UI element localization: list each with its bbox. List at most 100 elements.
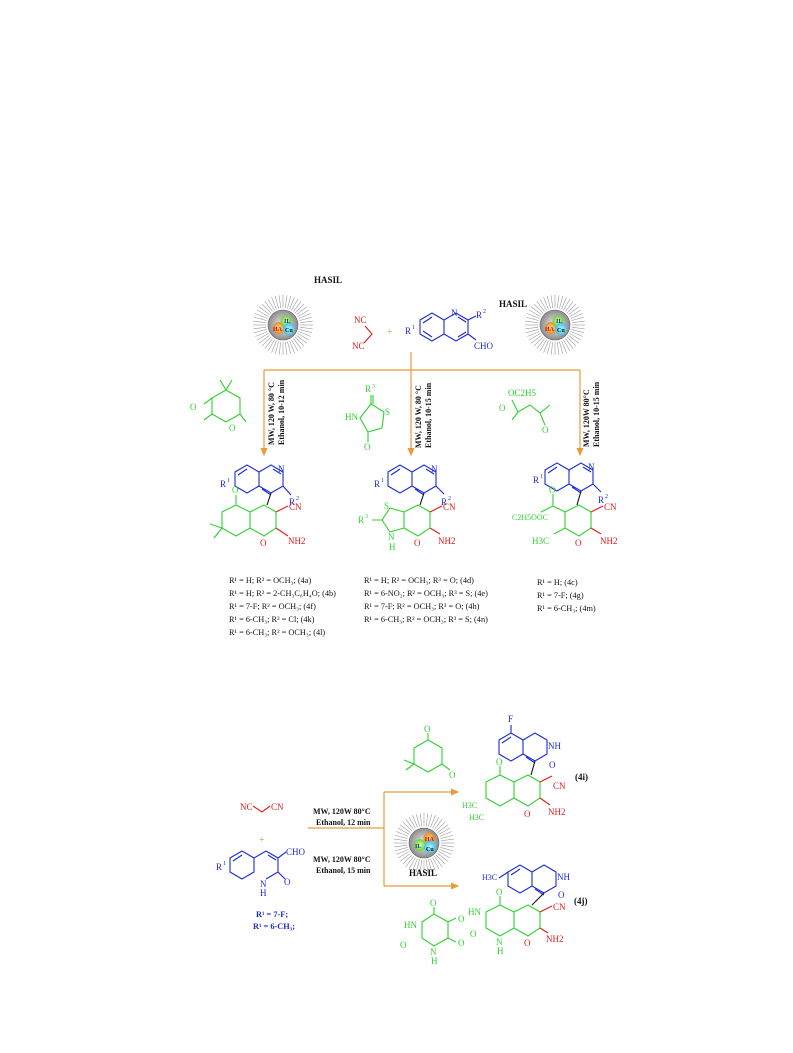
catalyst-ray xyxy=(394,834,408,839)
catalyst-ray xyxy=(264,338,273,349)
catalyst-ray xyxy=(571,316,585,321)
catalyst-ray xyxy=(396,831,409,837)
catalyst-ray xyxy=(267,339,275,352)
nh2-label: NH2 xyxy=(548,807,566,817)
catalyst-ray xyxy=(432,816,440,829)
o-label: O xyxy=(524,938,531,948)
catalyst-ray xyxy=(543,340,549,353)
catalyst-ray xyxy=(563,298,571,311)
o-label: O xyxy=(575,538,582,548)
product-4i: F NH O O CN H3C H3C O NH2 (4i) xyxy=(462,714,588,822)
condition-line: MW, 120W 80°C xyxy=(582,389,591,447)
o-label: O xyxy=(424,724,431,734)
product-chromene-left: R 1 N R 2 O CN O NH2 xyxy=(209,464,306,548)
catalyst-ray xyxy=(412,858,418,871)
catalyst-ray xyxy=(566,303,577,314)
cho-label: CHO xyxy=(286,847,306,857)
catalyst-ray xyxy=(253,320,267,324)
catalyst-ray xyxy=(293,338,302,349)
catalyst-ray xyxy=(296,306,307,315)
catalyst-ray xyxy=(439,849,452,855)
o-label: O xyxy=(190,402,197,412)
r2-label: R xyxy=(289,497,295,507)
s-label: S xyxy=(384,501,389,511)
catalyst-ray xyxy=(563,339,571,352)
catalyst-ray xyxy=(425,813,429,827)
catalyst-rays xyxy=(253,295,313,355)
substituents-right: R¹ = H; (4c) R¹ = 7-F; (4g) R¹ = 6-CH₃; … xyxy=(537,578,596,613)
catalyst-ray xyxy=(527,331,540,337)
catalyst-ray xyxy=(394,838,408,842)
n-label: N xyxy=(260,879,267,889)
h3c-label: H3C xyxy=(532,536,549,546)
substituent-line: R¹ = 7-F; (4g) xyxy=(537,591,584,600)
catalyst-ray xyxy=(274,341,279,355)
oc2h5-label: OC2H5 xyxy=(508,388,537,398)
cu-label: Cu xyxy=(426,847,434,853)
r2-sup: 2 xyxy=(605,494,608,500)
nc-label: NC xyxy=(352,341,365,351)
dimedone-reagent: O O xyxy=(190,379,247,433)
r1-sup: 1 xyxy=(381,478,384,484)
o-label: O xyxy=(558,890,565,900)
r2-label: R xyxy=(441,497,447,507)
catalyst-ray xyxy=(438,851,451,859)
quinolone-aldehyde: R 1 CHO N H O xyxy=(216,847,306,898)
r2-sup: 2 xyxy=(483,309,486,315)
o-label: O xyxy=(496,887,503,897)
catalyst-ray xyxy=(434,819,443,830)
r3-sup: 3 xyxy=(365,514,368,520)
r1-label: R xyxy=(374,479,380,489)
o-label: O xyxy=(414,538,421,548)
hasil-catalyst-left: HA IL Cu xyxy=(253,295,313,355)
substituent-line: R¹ = H; R² = OCH₃; R³ = O; (4d) xyxy=(364,576,474,585)
catalyst-ray xyxy=(400,853,411,862)
catalyst-ray xyxy=(525,329,539,334)
r2-label: R xyxy=(598,495,604,505)
substituent-line: R¹ = H; R² = 2-CH₃C₆H₄O; (4b) xyxy=(229,589,336,598)
substituent-line: R¹ = 6-NO₂; R² = OCH₃; R³ = S; (4e) xyxy=(364,589,488,598)
n-label: N xyxy=(451,308,458,318)
r2-sup: 2 xyxy=(448,496,451,502)
il-label: IL xyxy=(556,319,562,325)
catalyst-ray xyxy=(291,298,299,311)
barbituric-acid-reagent: O HN O O N H O xyxy=(400,898,465,966)
h3c-label: H3C xyxy=(469,813,484,822)
catalyst-ray xyxy=(402,821,413,832)
catalyst-rays xyxy=(394,813,454,873)
catalyst-ray xyxy=(267,298,275,311)
hn-label: HN xyxy=(404,920,417,930)
substituent-line: R¹ = H; R² = OCH₃; (4a) xyxy=(229,576,311,585)
catalyst-ray xyxy=(299,326,313,330)
catalyst-ray xyxy=(432,857,440,870)
catalyst-ray xyxy=(259,335,270,344)
ester-label: C2H5OOC xyxy=(512,513,548,522)
catalyst-ray xyxy=(570,331,583,337)
substituent-line: R¹ = 7-F; R² = OCH₃; (4f) xyxy=(229,602,316,611)
substituent-line: R¹ = 6-CH₃; (4m) xyxy=(537,604,596,613)
catalyst-ray xyxy=(525,326,539,330)
catalyst-ray xyxy=(533,336,544,347)
catalyst-ray xyxy=(405,856,414,867)
catalyst-ray xyxy=(408,857,416,870)
catalyst-ray xyxy=(440,838,454,842)
catalyst-ray xyxy=(415,813,420,827)
condition-line: Ethanol, 12 min xyxy=(316,818,371,827)
catalyst-ray xyxy=(298,331,311,337)
h-label: H xyxy=(260,888,267,898)
catalyst-ray xyxy=(405,819,414,830)
catalyst-ray xyxy=(569,333,582,341)
catalyst-ray xyxy=(271,297,277,310)
catalyst-ray xyxy=(408,816,416,829)
catalyst-ray xyxy=(278,341,282,355)
catalyst-ray xyxy=(297,309,310,317)
catalyst-ray xyxy=(559,341,564,355)
cn-label: CN xyxy=(443,502,456,512)
condition-line: Ethanol, 15 min xyxy=(316,866,371,875)
catalyst-ray xyxy=(561,340,567,353)
catalyst-ray xyxy=(259,306,270,315)
substituent-line: R¹ = 7-F; R² = OCH₃; R³ = O; (4h) xyxy=(364,602,480,611)
catalyst-ray xyxy=(287,295,292,309)
condition-line: Ethanol, 10-12 min xyxy=(277,379,286,445)
